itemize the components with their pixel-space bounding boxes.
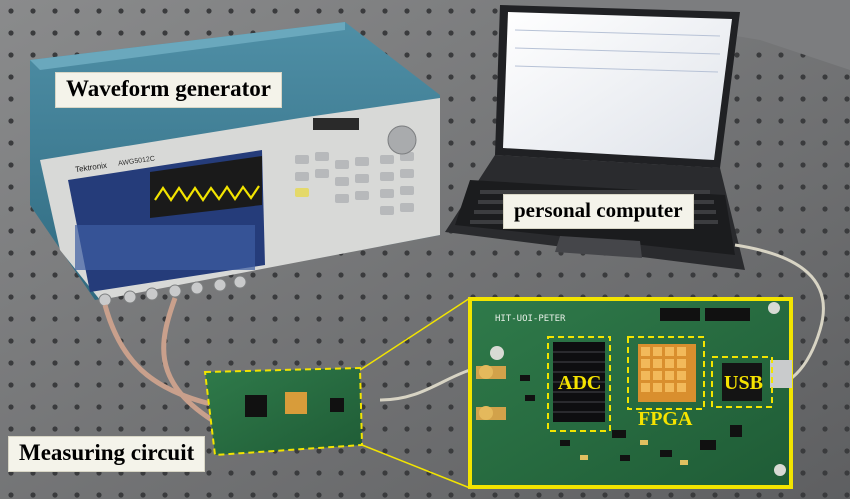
waveform-generator-label: Waveform generator <box>55 72 283 108</box>
usb-label: USB <box>724 372 763 394</box>
measuring-circuit-label: Measuring circuit <box>8 436 206 472</box>
adc-label: ADC <box>558 372 602 394</box>
fpga-label: FPGA <box>638 408 693 430</box>
board-silkscreen: HIT-UOI-PETER <box>495 314 566 324</box>
personal-computer-label: personal computer <box>503 194 694 229</box>
